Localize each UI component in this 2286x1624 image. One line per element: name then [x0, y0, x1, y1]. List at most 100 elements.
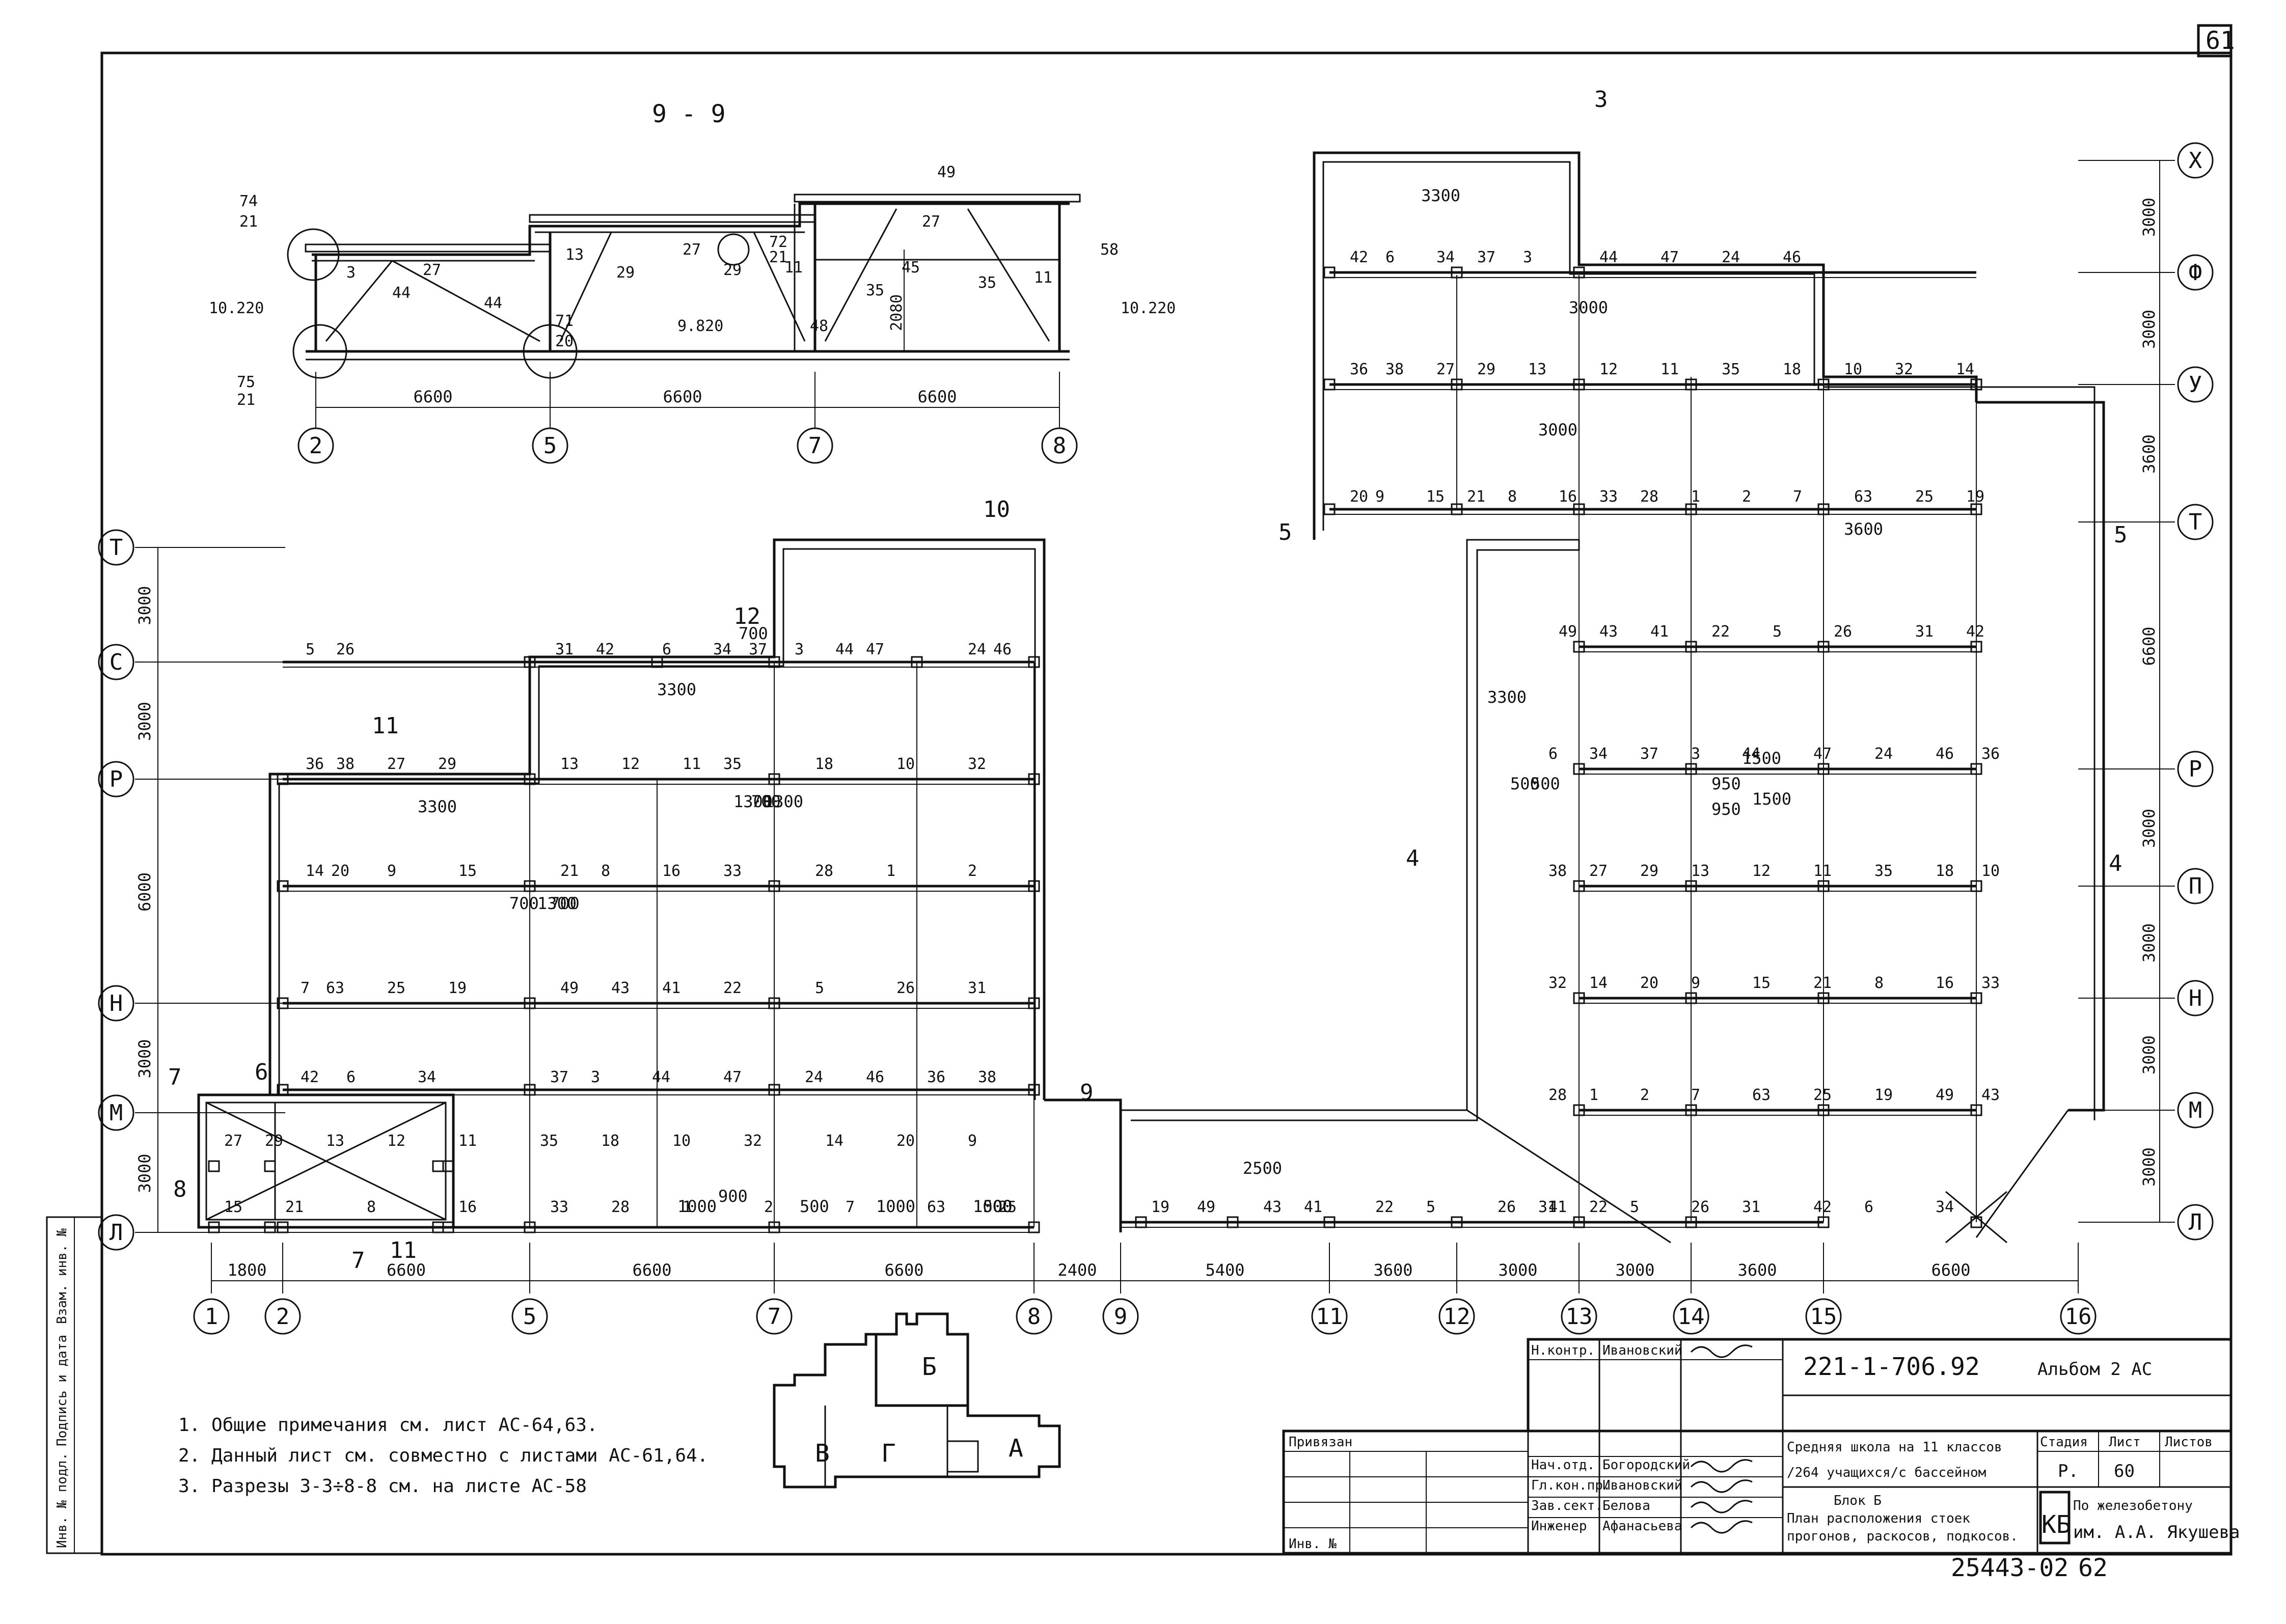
grid-row-label: Т [2189, 509, 2202, 535]
side-stamp-replace: Взам. инв. № [55, 1228, 70, 1324]
member-label: 32 [1895, 361, 1913, 378]
member-label: 2 [1640, 1086, 1649, 1104]
bottom-dim: 6600 [1931, 1260, 1970, 1280]
member-label: 46 [866, 1068, 884, 1086]
post-node [208, 1160, 220, 1172]
section-cut-mark: 10 [983, 497, 1010, 522]
section-span-dim: 6600 [663, 387, 702, 406]
post-node [1817, 641, 1830, 653]
grid-row-label: Ф [2189, 260, 2202, 286]
grid-col-bubble [1673, 1298, 1709, 1335]
grid-row-label: М [2189, 1097, 2202, 1123]
member-label: 11 [683, 755, 701, 773]
member-label: 22 [1375, 1198, 1394, 1216]
left-dim: 3000 [135, 1039, 154, 1078]
member-label: 12 [1752, 862, 1771, 880]
post-node [524, 1221, 536, 1233]
grid-col-bubble [1102, 1298, 1139, 1335]
grid-row-bubble [2177, 504, 2214, 540]
right-dim: 6600 [2139, 626, 2159, 666]
member-label: 24 [1722, 249, 1740, 266]
member-label: 42 [1966, 623, 1984, 641]
sheet-number-box [2197, 24, 2233, 58]
member-label: 15 [458, 862, 477, 880]
member-label: 36 [927, 1068, 945, 1086]
post-node [1970, 880, 1982, 892]
tb-signature [1690, 1344, 1753, 1358]
member-label: 32 [1548, 974, 1567, 992]
member-label: 25 [1813, 1086, 1832, 1104]
left-dim: 3000 [135, 1153, 154, 1193]
member-label: 37 [1640, 745, 1658, 763]
post-node [277, 880, 289, 892]
post-node [1451, 503, 1463, 515]
post-node [1817, 1216, 1830, 1228]
member-label: 14 [825, 1132, 843, 1150]
member-label: 3 [1523, 249, 1532, 266]
member-label: 25 [1915, 488, 1934, 506]
grid-lines [135, 160, 2175, 1293]
section-node-label: 71 [555, 312, 574, 330]
member-label: 28 [611, 1198, 630, 1216]
tb-signature [1690, 1459, 1753, 1473]
grid-col-label: 11 [1316, 1304, 1343, 1330]
grid-row-bubble [98, 529, 134, 566]
tb-name: Ивановский [1602, 1343, 1682, 1358]
member-label: 43 [1599, 623, 1618, 641]
grid-col-bubble [1438, 1298, 1475, 1335]
member-label: 2 [1742, 488, 1751, 506]
tb-org-2: им. А.А. Якушева [2073, 1522, 2240, 1543]
member-label: 21 [1467, 488, 1485, 506]
member-label: 37 [749, 641, 767, 658]
grid-col-label: 9 [1114, 1304, 1128, 1330]
member-label: 13 [326, 1132, 344, 1150]
member-label: 26 [1498, 1198, 1516, 1216]
post-node [1817, 503, 1830, 515]
member-label: 20 [1350, 488, 1368, 506]
bottom-dim: 3000 [1498, 1260, 1537, 1280]
post-node [1685, 992, 1697, 1004]
plan-dim: 3300 [418, 797, 457, 816]
member-label: 37 [1477, 249, 1495, 266]
member-label: 46 [1936, 745, 1954, 763]
right-plan-walls [1313, 151, 2105, 1244]
member-label: 26 [896, 979, 915, 997]
member-label: 24 [1874, 745, 1893, 763]
section-node-label: 49 [937, 163, 956, 181]
member-label: 2 [764, 1198, 773, 1216]
section-node-label: 20 [555, 333, 574, 350]
section-node-label: 13 [565, 246, 584, 264]
right-dim: 3000 [2139, 198, 2159, 237]
member-label: 38 [978, 1068, 996, 1086]
section-node-label: 35 [866, 282, 884, 299]
member-label: 33 [1981, 974, 2000, 992]
grid-col-label: 8 [1027, 1304, 1041, 1330]
member-label: 46 [1783, 249, 1801, 266]
member-label: 18 [815, 755, 833, 773]
section-axis-bubble [297, 427, 334, 464]
member-label: 47 [866, 641, 884, 658]
member-label: 16 [458, 1198, 477, 1216]
note-2: 2. Данный лист см. совместно с листами А… [178, 1445, 708, 1466]
member-label: 47 [1813, 745, 1832, 763]
post-node [1685, 1216, 1697, 1228]
member-label: 29 [1477, 361, 1495, 378]
section-cut-mark: 11 [390, 1237, 417, 1263]
tb-signature [1690, 1500, 1753, 1513]
post-node [1451, 266, 1463, 279]
member-label: 42 [1350, 249, 1368, 266]
member-label: 24 [805, 1068, 823, 1086]
post-node [1970, 1104, 1982, 1116]
section-axis-label: 7 [808, 433, 822, 459]
section-axis-bubble [797, 427, 833, 464]
section-node-label: 44 [484, 294, 502, 312]
member-label: 46 [993, 641, 1012, 658]
plan-dim: 1500 [1752, 789, 1791, 809]
member-label: 28 [1548, 1086, 1567, 1104]
post-node [1323, 266, 1336, 279]
plan-dim: 500 [800, 1197, 829, 1216]
member-label: 14 [306, 862, 324, 880]
post-node [1028, 1084, 1040, 1096]
grid-col-bubble [1805, 1298, 1842, 1335]
